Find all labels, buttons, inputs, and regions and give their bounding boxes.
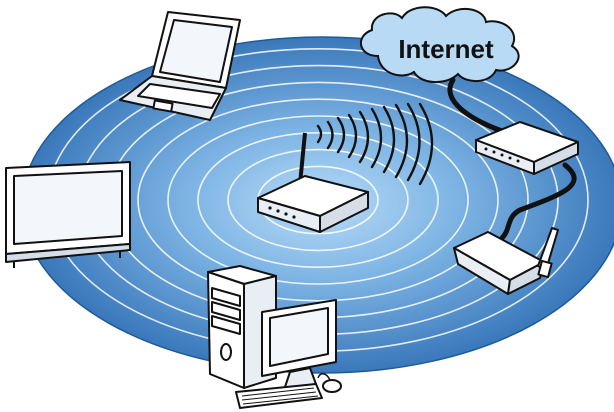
coverage-ring xyxy=(197,132,439,268)
broadband-modem xyxy=(475,121,579,175)
laptop xyxy=(119,11,241,121)
access-point xyxy=(453,227,559,295)
wireless-router xyxy=(257,132,369,233)
wifi-signal-icon xyxy=(316,102,434,186)
mouse xyxy=(322,379,342,393)
desktop-pc xyxy=(207,265,342,409)
internet-cloud: Internet xyxy=(360,6,520,83)
keyboard xyxy=(235,383,323,409)
coverage-ring xyxy=(227,148,409,252)
internet-cable xyxy=(447,77,508,135)
coverage-ring xyxy=(167,115,469,285)
all-in-one-pc xyxy=(5,161,131,268)
desktop-monitor xyxy=(261,299,337,391)
coverage-ring xyxy=(137,98,499,302)
modem-to-ap-cable xyxy=(497,162,577,243)
internet-label: Internet xyxy=(398,34,494,64)
cables xyxy=(447,77,577,243)
